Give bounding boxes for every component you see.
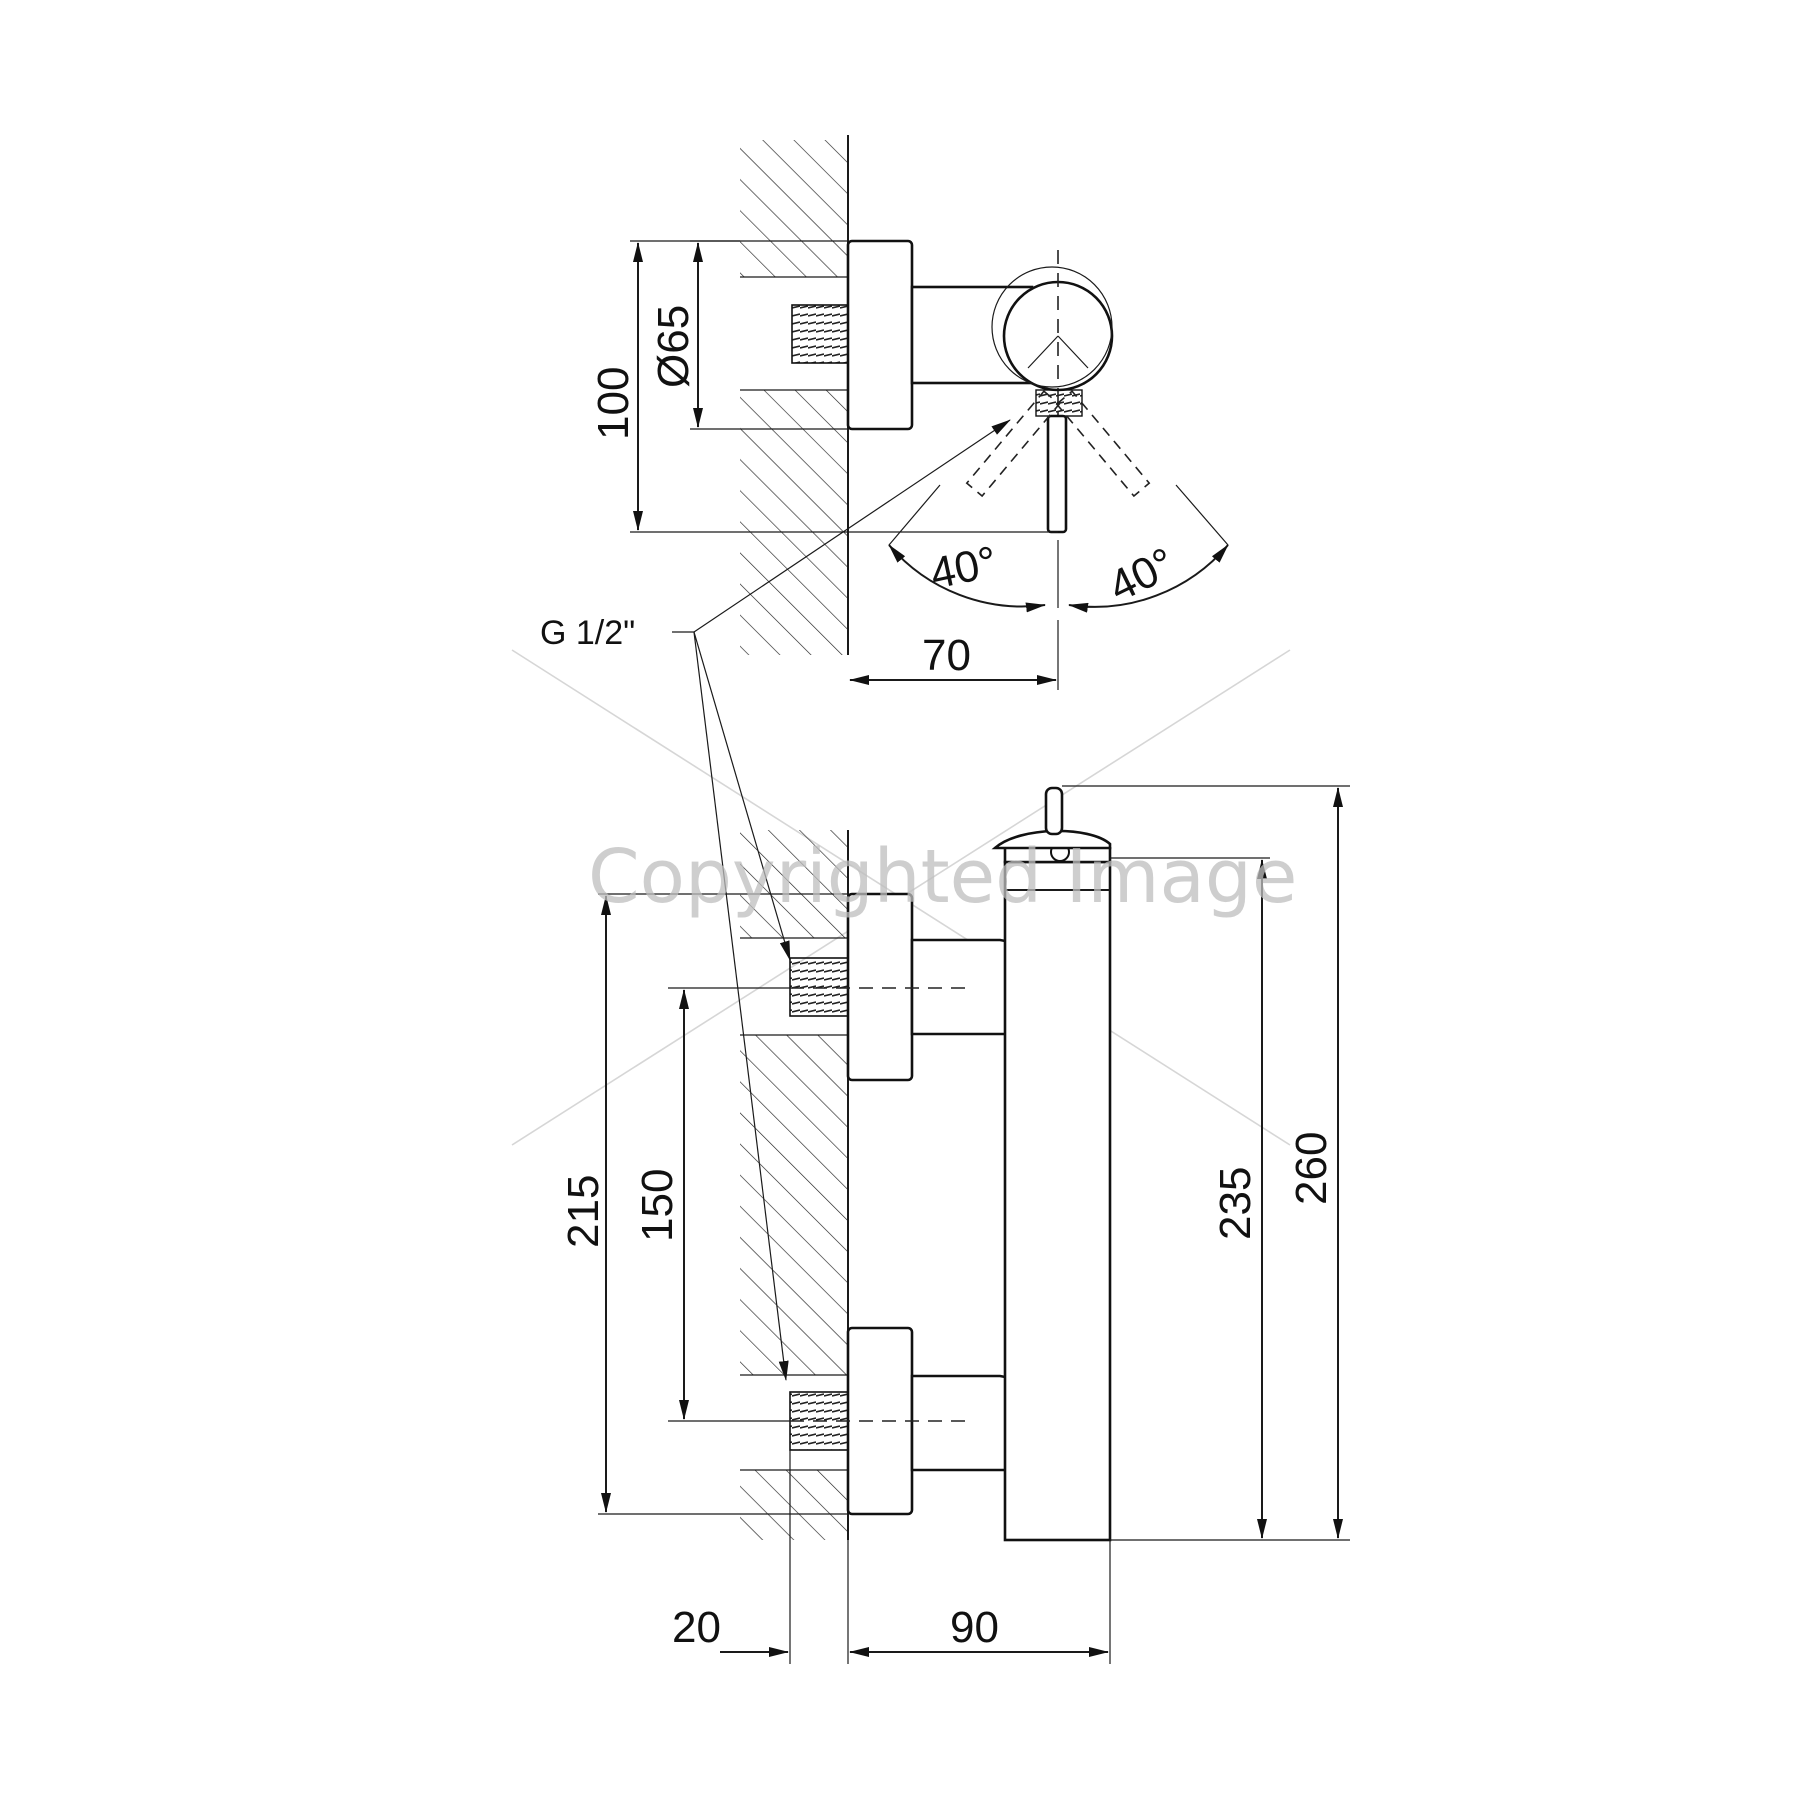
handle-lever-front (1044, 786, 1064, 836)
dim-connection-spacing: 150 (633, 1169, 682, 1242)
dim-connection-height: 215 (559, 1175, 608, 1248)
dim-diameter-top: Ø65 (649, 305, 698, 388)
handle-swing-left (965, 390, 1061, 498)
mixer-body (1003, 860, 1112, 1542)
threaded-inlet-upper (789, 957, 849, 1017)
dim-wall-offset: 20 (672, 1603, 721, 1652)
watermark-text: Copyrighted Image (588, 834, 1297, 920)
escutcheon-lower (846, 1326, 914, 1516)
dim-depth-top: 70 (922, 631, 971, 680)
thread-label: G 1/2" (540, 614, 635, 652)
angle-left-label: 40° (926, 537, 1001, 599)
handle-swing-right (1055, 390, 1151, 498)
wall-section-front (740, 830, 848, 938)
threaded-inlet-top (791, 304, 849, 364)
handle-cap (991, 829, 1112, 850)
front-view: 260 235 215 150 20 90 (559, 785, 1350, 1664)
top-view: 40° 40° 100 Ø65 70 (589, 135, 1229, 690)
handle-lever-top (1046, 414, 1068, 534)
escutcheon-upper (846, 892, 914, 1082)
dim-projection: 90 (950, 1603, 999, 1652)
escutcheon-top (846, 239, 914, 431)
dim-total-height: 260 (1287, 1132, 1336, 1205)
dim-body-height: 235 (1211, 1167, 1260, 1240)
wall-section-top (740, 140, 848, 277)
dim-height-top: 100 (589, 367, 638, 440)
angle-right-label: 40° (1101, 538, 1182, 611)
